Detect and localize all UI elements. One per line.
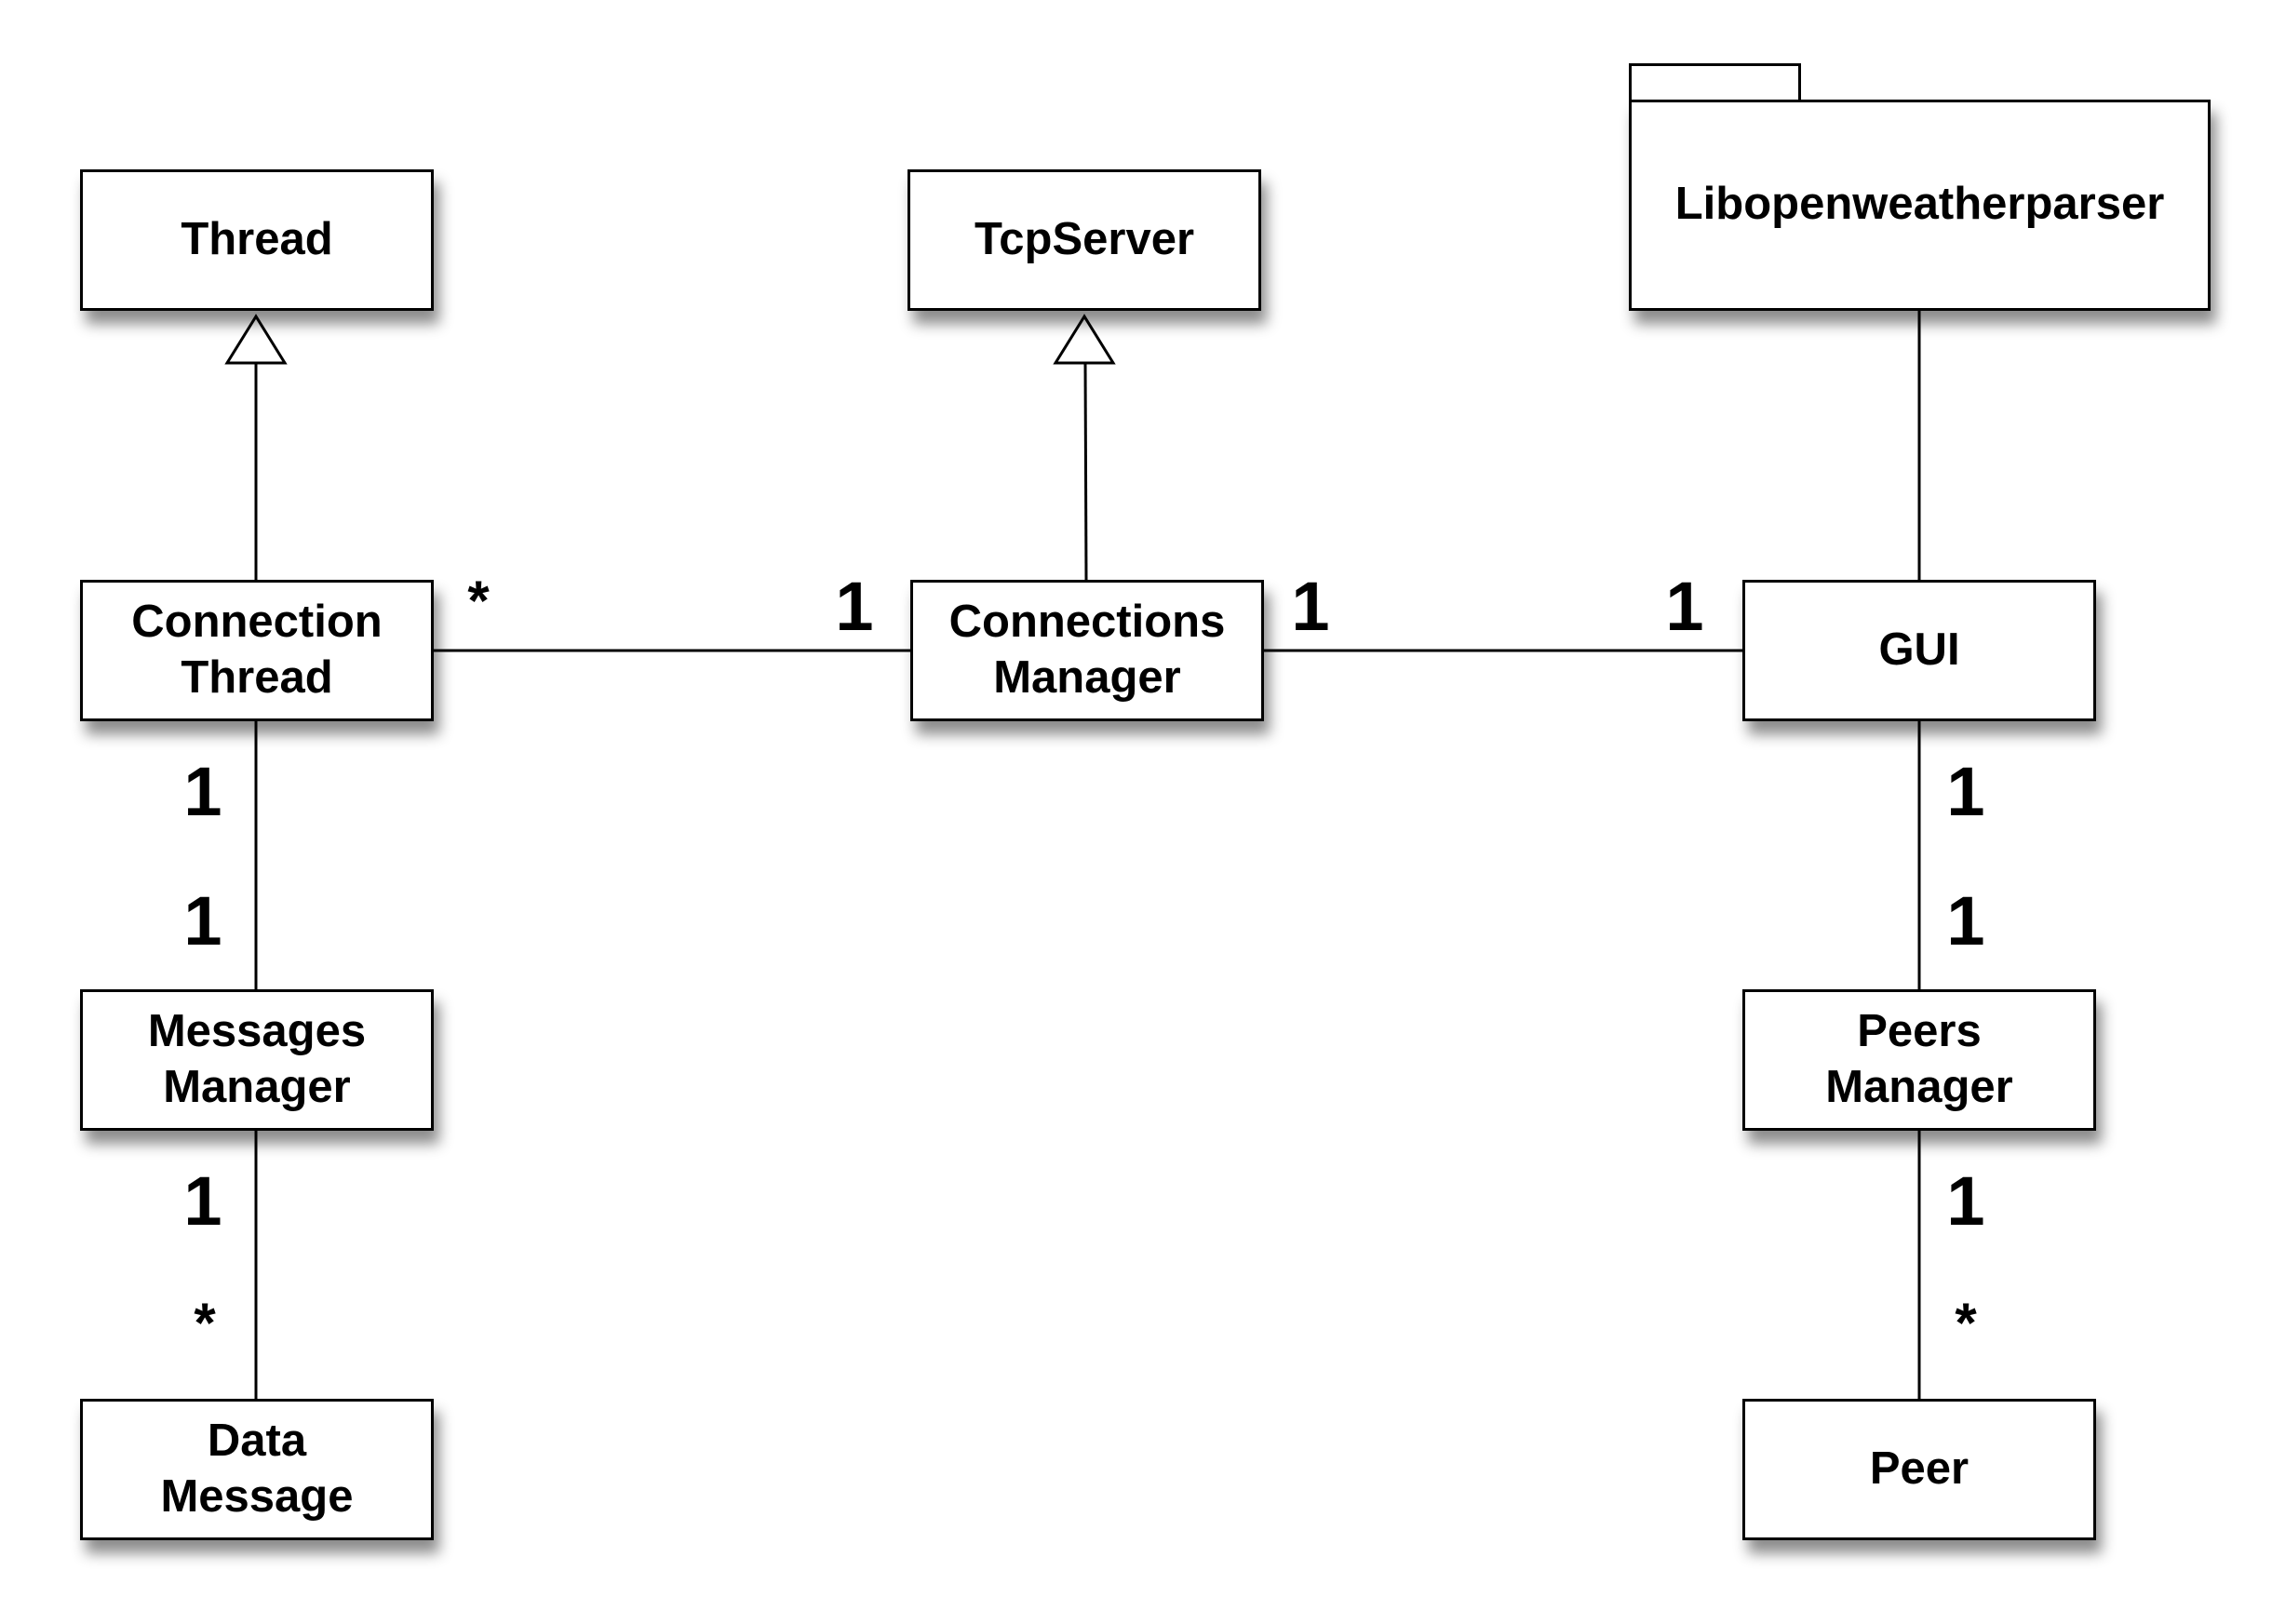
multiplicity-label: 1	[183, 1162, 222, 1240]
multiplicity-label: *	[467, 570, 490, 632]
class-gui[interactable]: GUI	[1742, 580, 2096, 721]
class-name: GUI	[1878, 624, 1960, 676]
multiplicity-label: 1	[1946, 882, 1985, 960]
class-name-line-1: Connection	[131, 597, 383, 648]
class-peer[interactable]: Peer	[1742, 1399, 2096, 1540]
class-peers-manager[interactable]: Peers Manager	[1742, 989, 2096, 1131]
class-thread[interactable]: Thread	[80, 169, 434, 311]
class-connection-thread[interactable]: Connection Thread	[80, 580, 434, 721]
multiplicity-label: 1	[1946, 1162, 1985, 1240]
class-name-line-2: Manager	[163, 1062, 351, 1112]
package-libopenweatherparser[interactable]: Libopenweatherparser	[1629, 100, 2211, 311]
class-messages-manager[interactable]: Messages Manager	[80, 989, 434, 1131]
class-name: TcpServer	[974, 214, 1195, 265]
class-name-line-1: Peers	[1857, 1006, 1982, 1057]
generalization-line-connections-manager	[1083, 362, 1088, 581]
multiplicity-label: 1	[835, 568, 874, 645]
multiplicity-label: 1	[183, 882, 222, 960]
class-data-message[interactable]: Data Message	[80, 1399, 434, 1540]
class-name-line-2: Manager	[1825, 1062, 2013, 1112]
multiplicity-label: 1	[1291, 568, 1330, 645]
multiplicity-label: 1	[1946, 753, 1985, 830]
class-name-line-2: Manager	[993, 652, 1181, 703]
multiplicity-label: 1	[183, 753, 222, 830]
class-connections-manager[interactable]: Connections Manager	[910, 580, 1264, 721]
class-name-line-2: Thread	[181, 652, 333, 703]
package-tab	[1629, 63, 1801, 102]
class-tcpserver[interactable]: TcpServer	[907, 169, 1261, 311]
multiplicity-label: *	[1955, 1292, 1977, 1354]
multiplicity-label: *	[194, 1292, 216, 1354]
package-name: Libopenweatherparser	[1674, 179, 2165, 229]
class-name-line-1: Connections	[948, 597, 1226, 648]
class-name-line-1: Data	[207, 1416, 307, 1467]
class-name: Peer	[1869, 1443, 1970, 1495]
class-name: Thread	[181, 214, 333, 265]
class-name-line-2: Message	[160, 1471, 354, 1522]
multiplicity-label: 1	[1665, 568, 1704, 645]
generalization-arrowhead-thread	[224, 314, 288, 365]
class-name-line-1: Messages	[147, 1006, 367, 1057]
generalization-arrowhead-tcpserver	[1053, 314, 1116, 365]
